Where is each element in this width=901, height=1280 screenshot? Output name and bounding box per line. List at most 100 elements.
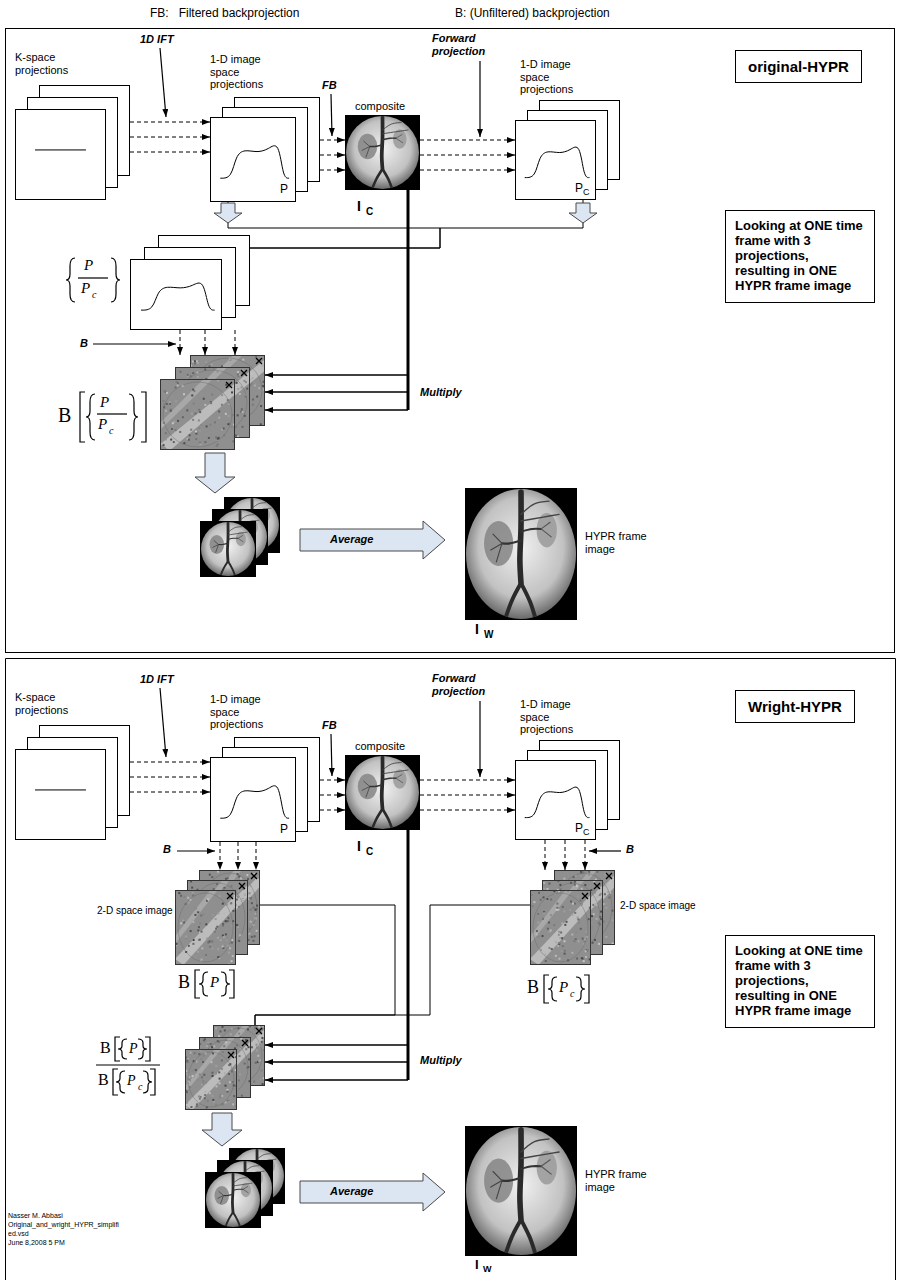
noise-dot [186, 1106, 188, 1108]
fraction-bar [78, 277, 108, 278]
noise-dot [202, 1082, 204, 1084]
noise-dot [222, 403, 224, 405]
noise-dot [588, 911, 590, 913]
noise-dot [544, 953, 546, 955]
noise-dot [236, 885, 238, 887]
noise-dot [194, 935, 196, 937]
noise-dot [224, 1072, 226, 1074]
noise-dot [221, 1103, 223, 1105]
noise-dot [175, 400, 177, 402]
noise-dot [228, 1041, 230, 1043]
noise-dot [221, 365, 223, 367]
image-background [187, 880, 248, 955]
noise-dot [232, 920, 234, 922]
noise-dot [209, 952, 211, 954]
noise-dot [194, 417, 196, 419]
noise-dot [238, 911, 240, 913]
noise-dot [557, 880, 559, 882]
noise-dot [194, 957, 196, 959]
noise-dot [207, 1078, 209, 1080]
noise-dot [589, 886, 591, 888]
noise-dot [239, 1048, 241, 1050]
noise-dot [248, 413, 250, 415]
noise-dot [214, 1084, 216, 1086]
noise-dot [226, 419, 228, 421]
noise-dot [555, 880, 557, 882]
noise-dot [554, 893, 556, 895]
vessel-line [491, 1181, 502, 1188]
noise-dot [256, 1035, 258, 1037]
noise-dot [262, 1083, 264, 1085]
noise-dot [189, 910, 191, 912]
noise-dot [582, 950, 584, 952]
noise-dot [553, 890, 555, 892]
noise-dot [222, 400, 224, 402]
noise-dot [245, 381, 247, 383]
noise-dot [238, 894, 240, 896]
noise-dot [232, 955, 234, 957]
noise-dot [176, 379, 178, 381]
noise-dot [195, 939, 197, 941]
noise-dot [231, 1043, 233, 1045]
noise-dot [198, 419, 200, 421]
noise-dot [567, 926, 569, 928]
noise-dot [577, 895, 579, 897]
vessel-line [505, 1220, 521, 1255]
noise-dot [558, 934, 560, 936]
noise-dot [574, 905, 576, 907]
noise-dot [205, 954, 207, 956]
noise-dot [546, 910, 548, 912]
noise-dot [543, 925, 545, 927]
noise-dot [547, 905, 549, 907]
noise-dot [598, 922, 600, 924]
noise-dot [557, 918, 559, 920]
noise-dot [248, 892, 250, 894]
noise-dot [583, 905, 585, 907]
noise-dot [216, 1066, 218, 1068]
noise-dot [248, 404, 250, 406]
panel-border [6, 659, 896, 1280]
noise-dot [220, 941, 222, 943]
noise-dot [222, 903, 224, 905]
noise-dot [192, 424, 194, 426]
streak [542, 885, 603, 956]
noise-dot [190, 365, 192, 367]
noise-dot [205, 361, 207, 363]
block-arrow [569, 203, 597, 223]
stack-frame [516, 761, 596, 840]
projection-stack: 1-D image space projectionsPC [515, 740, 620, 840]
noise-dot [222, 1071, 224, 1073]
node-shape [130, 235, 250, 330]
frame-border [540, 101, 620, 180]
corner-mark [256, 1028, 262, 1034]
noise-dot [205, 388, 207, 390]
node-text: C [583, 828, 590, 837]
noise-dot [576, 958, 578, 960]
frame-border [223, 108, 308, 192]
noise-dot [208, 422, 210, 424]
noise-dot [219, 1096, 221, 1098]
noise-dot [214, 421, 216, 423]
node-shape [465, 488, 577, 620]
noise-dot [244, 894, 246, 896]
noise-dot [185, 903, 187, 905]
noise-dot [215, 418, 217, 420]
vessel-line [364, 781, 370, 786]
noise-dot [207, 394, 209, 396]
noise-dot [553, 924, 555, 926]
fraction-bar [96, 1064, 160, 1065]
field-edge [557, 873, 612, 942]
noise-dot [582, 929, 584, 931]
noise-dot [192, 422, 194, 424]
noise-dot [191, 394, 193, 396]
noise-dot [564, 950, 566, 952]
noise-dot [207, 898, 209, 900]
noise-dot [599, 891, 601, 893]
noise-dot [236, 924, 238, 926]
node-text: P [100, 395, 109, 410]
vessel-line [521, 1152, 559, 1159]
noise-dot [228, 435, 230, 437]
noise-dot [200, 906, 202, 908]
noise-dot [195, 908, 197, 910]
